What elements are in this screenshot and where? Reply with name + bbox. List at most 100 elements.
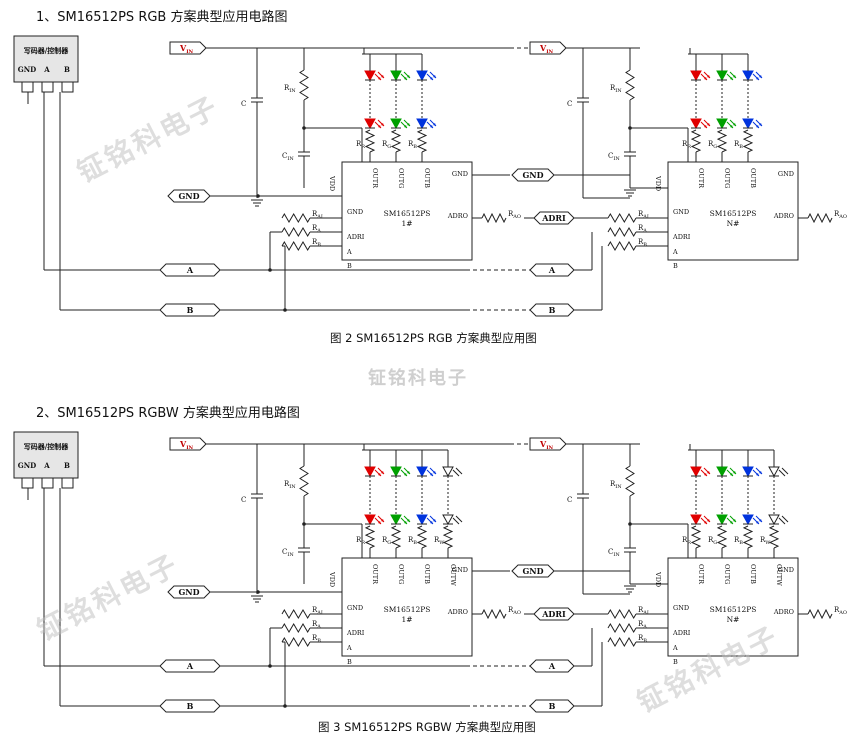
vin-tag-left (169, 437, 207, 451)
led-w-top-ray (452, 469, 460, 477)
pin-adro: ADRO (773, 608, 794, 616)
pin-adro: ADRO (447, 212, 468, 220)
resistor-b (742, 129, 754, 153)
section-1-heading: 1、SM16512PS RGB 方案典型应用电路图 (36, 10, 288, 25)
led-b-top-ray-head (433, 471, 436, 474)
led-r-top (364, 466, 376, 478)
led-g-bottom-ray-head (407, 519, 410, 522)
led-r-top (364, 70, 376, 82)
led-g-top (390, 70, 402, 82)
led-b-bottom-ray-head (430, 521, 433, 524)
pin-outw: OUTW (449, 564, 457, 586)
led-w-bottom-ray (452, 517, 460, 525)
resistor-ra (607, 623, 637, 633)
controller-terminal (41, 477, 54, 489)
label-rb: RB (734, 536, 743, 546)
label-rb: RB (408, 536, 417, 546)
controller-pin-gnd: GND (18, 461, 36, 470)
led-r-bottom (364, 514, 376, 526)
vin-tag-left (169, 41, 207, 55)
pin-outb: OUTB (423, 564, 431, 584)
led-r-top-ray-head (707, 471, 710, 474)
led-b-top-ray-head (756, 77, 759, 80)
led-w-top (442, 466, 454, 478)
pin-outg: OUTG (397, 168, 405, 188)
bus-b-tag-left-label: B (187, 305, 194, 315)
led-r-bottom-ray-head (707, 123, 710, 126)
bus-a-tag-left-label: A (186, 661, 194, 671)
resistor-g (390, 525, 402, 549)
led-b-top-ray-head (759, 75, 762, 78)
label-rin: RIN (610, 84, 622, 94)
section-2-caption: 图 3 SM16512PS RGBW 方案典型应用图 (318, 720, 536, 734)
label-rai: RAI (638, 210, 649, 220)
bus-a-tag-right-label: A (548, 265, 556, 275)
label-ra: RA (312, 620, 321, 630)
led-g-top-ray-head (733, 471, 736, 474)
controller-pin-a: A (43, 461, 50, 470)
label-rai: RAI (312, 606, 323, 616)
label-rai: RAI (638, 606, 649, 616)
label-rb: RB (312, 634, 321, 644)
resistor-rao (481, 212, 507, 224)
label-c: C (567, 496, 572, 504)
label-rao: RAO (834, 606, 847, 616)
controller-pin-b: B (64, 461, 70, 470)
led-r-top (690, 70, 702, 82)
pin-gnd-right: GND (452, 170, 468, 178)
controller-pin-gnd: GND (18, 65, 36, 74)
controller-box (13, 35, 79, 83)
label-rb: RB (638, 238, 647, 248)
led-b-top-ray-head (759, 471, 762, 474)
led-b-bottom (416, 118, 428, 130)
resistor-g (390, 129, 402, 153)
controller-terminal (61, 81, 74, 93)
label-cin: CIN (282, 152, 294, 162)
led-b-top-ray-head (430, 473, 433, 476)
pin-outb: OUTB (749, 564, 757, 584)
label-rao: RAO (834, 210, 847, 220)
pin-adri: ADRI (672, 629, 691, 637)
label-rai: RAI (312, 210, 323, 220)
controller-label: 写码器/控制器 (24, 442, 70, 451)
label-cin: CIN (608, 152, 620, 162)
led-g-top (716, 70, 728, 82)
led-g-bottom-ray-head (733, 519, 736, 522)
led-b-top (742, 466, 754, 478)
chip-index: 1# (401, 615, 412, 624)
chip-index: N# (727, 615, 740, 624)
led-b-bottom-ray-head (433, 519, 436, 522)
gnd-tag-left-label: GND (178, 587, 199, 597)
resistor-b (416, 525, 428, 549)
resistor-r (690, 525, 702, 549)
chip-N# (667, 161, 799, 261)
led-r-bottom-ray-head (378, 125, 381, 128)
label-rw: RW (434, 536, 445, 546)
resistor-g (716, 525, 728, 549)
label-ra: RA (638, 620, 647, 630)
label-rb: RB (312, 238, 321, 248)
vin-tag-left-label: VIN (179, 43, 194, 55)
controller-terminal (21, 81, 34, 93)
pin-b: B (347, 658, 352, 666)
led-r-top-ray-head (707, 75, 710, 78)
label-rin: RIN (284, 480, 296, 490)
bus-a-tag-right-label: A (548, 661, 556, 671)
led-w-top (768, 466, 780, 478)
resistor-rb (281, 241, 311, 251)
junction-dot (628, 126, 632, 130)
led-g-bottom (716, 118, 728, 130)
resistor-rb (607, 637, 637, 647)
led-g-top-ray-head (407, 471, 410, 474)
label-rin: RIN (610, 480, 622, 490)
led-b-top-ray-head (433, 75, 436, 78)
junction-dot (302, 126, 306, 130)
led-w-top-ray (781, 467, 789, 475)
chip-N# (667, 557, 799, 657)
led-b-bottom-ray-head (433, 123, 436, 126)
pin-adri: ADRI (346, 629, 365, 637)
led-b-bottom-ray-head (759, 519, 762, 522)
resistor-rai (607, 609, 637, 619)
led-g-top-ray-head (730, 473, 733, 476)
